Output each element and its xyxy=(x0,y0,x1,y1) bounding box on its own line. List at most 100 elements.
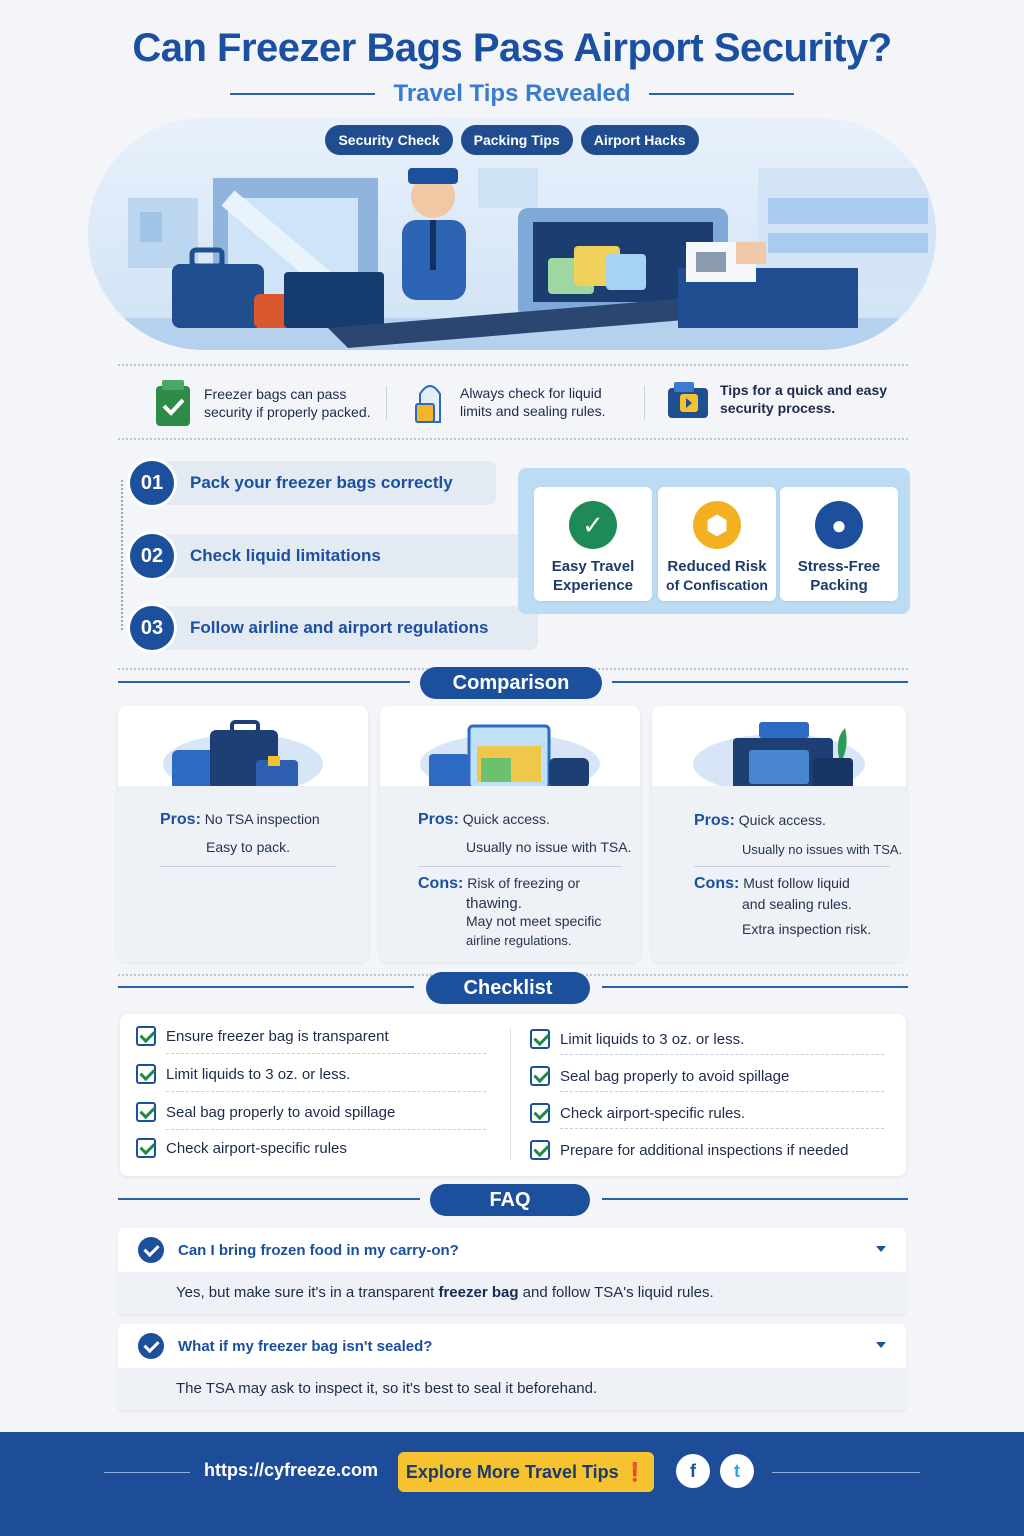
suitcase-illustration xyxy=(163,720,323,794)
faq-question: Can I bring frozen food in my carry-on? xyxy=(178,1241,459,1259)
pros-text: No TSA inspection xyxy=(204,811,320,827)
scanner-illustration xyxy=(693,722,865,794)
cons-text: thawing. xyxy=(466,895,522,912)
cons-text: Risk of freezing or xyxy=(467,875,581,891)
checkbox-icon[interactable] xyxy=(530,1140,550,1160)
cons-label: Cons: xyxy=(694,875,740,892)
pros-text: Usually no issue with TSA. xyxy=(466,839,632,855)
faq-header: FAQ xyxy=(118,1184,908,1216)
page-subtitle: Travel Tips Revealed xyxy=(393,80,631,107)
cons-text: and sealing rules. xyxy=(742,896,852,912)
checkbox-icon[interactable] xyxy=(530,1103,550,1123)
checkbox-icon[interactable] xyxy=(530,1029,550,1049)
chevron-down-icon[interactable] xyxy=(876,1246,886,1252)
step-item: 01 Pack your freezer bags correctly xyxy=(130,461,496,505)
faq-question-row[interactable]: What if my freezer bag isn't sealed? xyxy=(118,1324,906,1368)
freezer-bag-illustration xyxy=(420,724,600,794)
divider-line xyxy=(230,93,376,95)
step-item: 03 Follow airline and airport regulation… xyxy=(130,606,538,650)
faq-answer: The TSA may ask to inspect it, so it's b… xyxy=(176,1380,598,1397)
tag-security-check[interactable]: Security Check xyxy=(325,125,453,155)
tag-packing-tips[interactable]: Packing Tips xyxy=(460,125,573,155)
pros-label: Pros: xyxy=(694,812,735,829)
checkbox-icon[interactable] xyxy=(136,1102,156,1122)
checklist-header: Checklist xyxy=(118,972,908,1004)
checklist-item[interactable]: Limit liquids to 3 oz. or less. xyxy=(530,1029,744,1049)
subtitle-row: Travel Tips Revealed xyxy=(0,80,1024,108)
liquid-bottle-icon xyxy=(415,385,441,423)
cons-text: Must follow liquid xyxy=(743,875,850,891)
checklist-panel: Ensure freezer bag is transparent Limit … xyxy=(120,1014,906,1176)
step-item: 02 Check liquid limitations xyxy=(130,534,538,578)
check-circle-icon xyxy=(138,1237,164,1263)
pros-label: Pros: xyxy=(160,811,201,828)
checklist-item[interactable]: Prepare for additional inspections if ne… xyxy=(530,1140,849,1160)
lightning-tips-icon xyxy=(668,382,708,418)
feature-separator xyxy=(644,386,645,420)
step-number: 03 xyxy=(130,606,174,650)
feature-separator xyxy=(386,386,387,420)
step-number: 02 xyxy=(130,534,174,578)
security-checkpoint-illustration xyxy=(88,168,936,350)
freezer-bag-check-icon xyxy=(156,380,190,426)
checkbox-icon[interactable] xyxy=(530,1066,550,1086)
checklist-item[interactable]: Seal bag properly to avoid spillage xyxy=(136,1102,395,1122)
tag-pills: Security Check Packing Tips Airport Hack… xyxy=(0,125,1024,155)
checkbox-icon[interactable] xyxy=(136,1026,156,1046)
page-title: Can Freezer Bags Pass Airport Security? xyxy=(132,26,892,70)
pros-text: Quick access. xyxy=(738,812,826,828)
cons-label: Cons: xyxy=(418,875,464,892)
checklist-item[interactable]: Limit liquids to 3 oz. or less. xyxy=(136,1064,350,1084)
check-circle-icon: ✓ xyxy=(569,501,617,549)
faq-question-row[interactable]: Can I bring frozen food in my carry-on? xyxy=(118,1228,906,1272)
footer: https://cyfreeze.com Explore More Travel… xyxy=(0,1432,1024,1536)
steps-connector xyxy=(121,480,123,630)
checklist-item[interactable]: Check airport-specific rules xyxy=(136,1138,347,1158)
pros-text: Quick access. xyxy=(462,811,550,827)
pros-label: Pros: xyxy=(418,811,459,828)
checkbox-icon[interactable] xyxy=(136,1064,156,1084)
hero-illustration xyxy=(88,118,936,350)
checklist-title: Checklist xyxy=(426,972,590,1004)
checklist-item[interactable]: Seal bag properly to avoid spillage xyxy=(530,1066,789,1086)
checklist-item[interactable]: Check airport-specific rules. xyxy=(530,1103,745,1123)
divider-line xyxy=(648,93,794,95)
cons-text: Extra inspection risk. xyxy=(742,921,872,937)
checkbox-icon[interactable] xyxy=(136,1138,156,1158)
faq-item[interactable]: What if my freezer bag isn't sealed? The… xyxy=(118,1324,906,1410)
cons-text: airline regulations. xyxy=(466,933,572,948)
tag-airport-hacks[interactable]: Airport Hacks xyxy=(580,125,699,155)
person-icon: ● xyxy=(815,501,863,549)
explore-more-button[interactable]: Explore More Travel Tips ❗ xyxy=(398,1452,654,1492)
chevron-down-icon[interactable] xyxy=(876,1342,886,1348)
twitter-icon[interactable]: t xyxy=(720,1454,754,1488)
faq-question: What if my freezer bag isn't sealed? xyxy=(178,1337,433,1355)
faq-item[interactable]: Can I bring frozen food in my carry-on? … xyxy=(118,1228,906,1314)
comparison-header: Comparison xyxy=(118,667,908,699)
step-label: Check liquid limitations xyxy=(160,534,538,578)
shield-badge-icon: ⬢ xyxy=(693,501,741,549)
step-label: Pack your freezer bags correctly xyxy=(160,461,496,505)
facebook-icon[interactable]: f xyxy=(676,1454,710,1488)
pros-text: Usually no issues with TSA. xyxy=(742,842,903,857)
section-divider xyxy=(118,364,908,366)
checklist-item[interactable]: Ensure freezer bag is transparent xyxy=(136,1026,389,1046)
comparison-card: Pros: Quick access. Usually no issues wi… xyxy=(652,706,906,962)
pros-text: Easy to pack. xyxy=(206,839,291,855)
comparison-card: Pros: Quick access. Usually no issue wit… xyxy=(380,706,640,962)
footer-url-link[interactable]: https://cyfreeze.com xyxy=(204,1460,379,1480)
comparison-card: Pros: No TSA inspection Easy to pack. xyxy=(118,706,368,962)
